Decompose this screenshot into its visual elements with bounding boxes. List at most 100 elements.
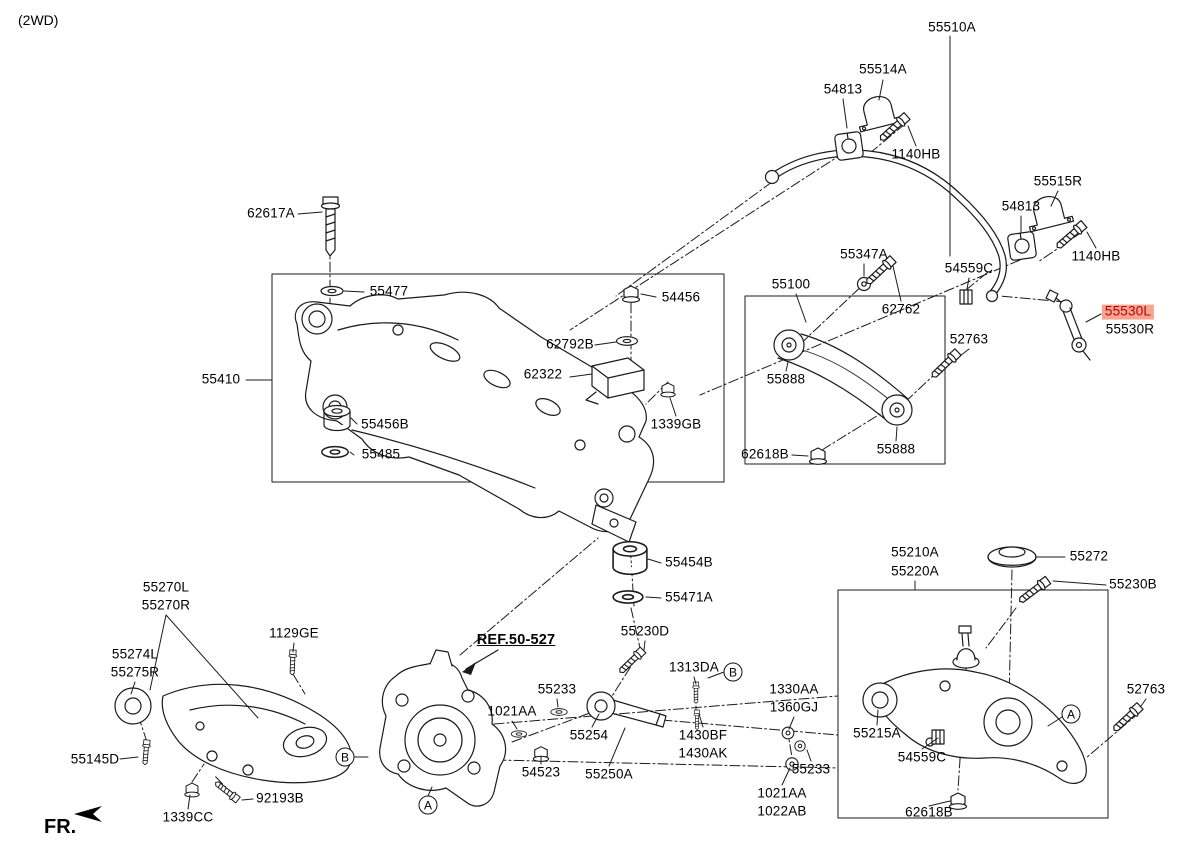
part-label-54813-2[interactable]: 54813: [1001, 198, 1041, 214]
part-label-55145d[interactable]: 55145D: [70, 751, 120, 767]
part-label-55888-2[interactable]: 55888: [876, 441, 916, 457]
lower-arm-box: [837, 589, 1109, 819]
part-label-55888[interactable]: 55888: [766, 371, 806, 387]
part-label-62618b-2[interactable]: 62618B: [905, 804, 953, 820]
bolt-62617a: [320, 196, 341, 257]
washer-1021aa: [510, 730, 528, 738]
part-label-55220a[interactable]: 55220A: [891, 563, 939, 579]
spring-pad-55272: [987, 546, 1037, 568]
part-label-1022ab[interactable]: 1022AB: [757, 803, 807, 819]
callout-a-4[interactable]: A: [1061, 704, 1081, 724]
part-label-55471a[interactable]: 55471A: [665, 589, 713, 605]
stabilizer-bar-55510a: [764, 149, 1007, 303]
bolt-55145d: [140, 739, 152, 766]
bolt-1313da: [692, 681, 700, 704]
bolt-1129ge: [287, 649, 298, 676]
part-label-55215a[interactable]: 55215A: [853, 725, 901, 741]
bolt-52763-lower: [1109, 701, 1145, 735]
part-label-55515r[interactable]: 55515R: [1033, 173, 1083, 189]
part-label-62618b[interactable]: 62618B: [741, 446, 789, 462]
assist-arm-55250a: [586, 691, 667, 728]
part-label-52763-2[interactable]: 52763: [1126, 681, 1166, 697]
part-label-92193b[interactable]: 92193B: [256, 790, 304, 806]
part-label-55233[interactable]: 55233: [537, 681, 577, 697]
part-label-1129ge[interactable]: 1129GE: [269, 625, 319, 641]
washer-55477: [320, 285, 344, 297]
part-label-54813[interactable]: 54813: [823, 81, 863, 97]
part-label-1339gb[interactable]: 1339GB: [650, 416, 702, 432]
part-label-1140hb[interactable]: 1140HB: [891, 146, 941, 162]
nut-1339cc: [184, 782, 200, 798]
part-label-62792b[interactable]: 62792B: [546, 336, 594, 352]
part-label-1430ak[interactable]: 1430AK: [678, 745, 728, 761]
part-label-55410[interactable]: 55410: [201, 371, 241, 387]
front-direction-indicator: FR.: [44, 806, 102, 839]
part-label-62762[interactable]: 62762: [881, 301, 921, 317]
clip-54559c-lower: [931, 729, 945, 745]
crossmember-55410: [294, 291, 655, 543]
part-label-55272[interactable]: 55272: [1069, 548, 1109, 564]
part-label-55210a[interactable]: 55210A: [891, 544, 939, 560]
bushing-54813-right: [1006, 230, 1038, 262]
bolt-55230b: [1015, 575, 1052, 607]
part-label-1339cc[interactable]: 1339CC: [162, 809, 214, 825]
callout-b-1[interactable]: B: [723, 662, 743, 682]
part-label-52763[interactable]: 52763: [949, 331, 989, 347]
part-label-ref-50-527[interactable]: REF.50-527: [476, 632, 556, 649]
part-label-55454b[interactable]: 55454B: [665, 554, 713, 570]
part-label-55530r[interactable]: 55530R: [1105, 321, 1155, 337]
washer-62792b: [615, 336, 639, 346]
part-label-54523[interactable]: 54523: [521, 764, 561, 780]
part-label-55270r[interactable]: 55270R: [141, 597, 191, 613]
part-label-62617a[interactable]: 62617A: [247, 205, 295, 221]
plate-55471a: [612, 590, 644, 604]
leader-lines: [119, 35, 1147, 810]
knuckle-ref-50-527: [379, 649, 507, 807]
part-label-54456[interactable]: 54456: [661, 289, 701, 305]
part-label-1330aa[interactable]: 1330AA: [769, 681, 819, 697]
part-label-62322[interactable]: 62322: [523, 366, 563, 382]
part-label-55230d[interactable]: 55230D: [620, 623, 670, 639]
part-label-55485[interactable]: 55485: [361, 446, 401, 462]
bolt-92193b: [212, 778, 242, 804]
part-label-55254[interactable]: 55254: [569, 727, 609, 743]
part-label-54559c-2[interactable]: 54559C: [897, 749, 947, 765]
upper-arm-box: [744, 295, 946, 465]
bracket-62322: [585, 357, 645, 405]
part-label-55270l[interactable]: 55270L: [142, 579, 190, 595]
nut-1339gb: [660, 382, 676, 398]
clip-54559c-upper: [959, 289, 973, 305]
upper-arm-55100: [773, 329, 913, 426]
part-label-54559c[interactable]: 54559C: [944, 260, 994, 276]
drivetrain-variant-label: (2WD): [18, 12, 59, 28]
part-label-55477[interactable]: 55477: [369, 283, 409, 299]
part-label-1430bf[interactable]: 1430BF: [678, 727, 728, 743]
nut-62618b-upper: [808, 447, 828, 465]
part-label-55530l[interactable]: 55530L: [1101, 304, 1155, 320]
part-label-55347a[interactable]: 55347A: [840, 246, 888, 262]
part-label-1021aa-2[interactable]: 1021AA: [757, 785, 807, 801]
part-label-55510a[interactable]: 55510A: [928, 19, 976, 35]
part-label-55250a[interactable]: 55250A: [585, 766, 633, 782]
washer-55485: [321, 445, 349, 459]
part-label-1021aa[interactable]: 1021AA: [487, 703, 537, 719]
part-label-1140hb-2[interactable]: 1140HB: [1071, 248, 1121, 264]
part-label-55274l[interactable]: 55274L: [111, 646, 159, 662]
part-label-55100[interactable]: 55100: [771, 276, 811, 292]
part-label-1360gj[interactable]: 1360GJ: [769, 699, 819, 715]
fr-arrow-icon: [74, 806, 102, 822]
part-label-55230b[interactable]: 55230B: [1109, 576, 1157, 592]
part-label-55275r[interactable]: 55275R: [110, 664, 160, 680]
part-label-55233-2[interactable]: 55233: [791, 761, 831, 777]
part-label-1313da[interactable]: 1313DA: [669, 659, 719, 675]
part-label-55514a[interactable]: 55514A: [859, 61, 907, 77]
bushing-55454b: [612, 540, 648, 576]
part-label-55456b[interactable]: 55456B: [361, 416, 409, 432]
callout-b-2[interactable]: B: [335, 747, 355, 767]
lower-arm-55210: [862, 625, 1087, 784]
stabilizer-link-55530: [1045, 289, 1091, 361]
trailing-arm-55270: [114, 683, 352, 784]
callout-a-3[interactable]: A: [418, 795, 438, 815]
fr-label: FR.: [44, 816, 77, 838]
